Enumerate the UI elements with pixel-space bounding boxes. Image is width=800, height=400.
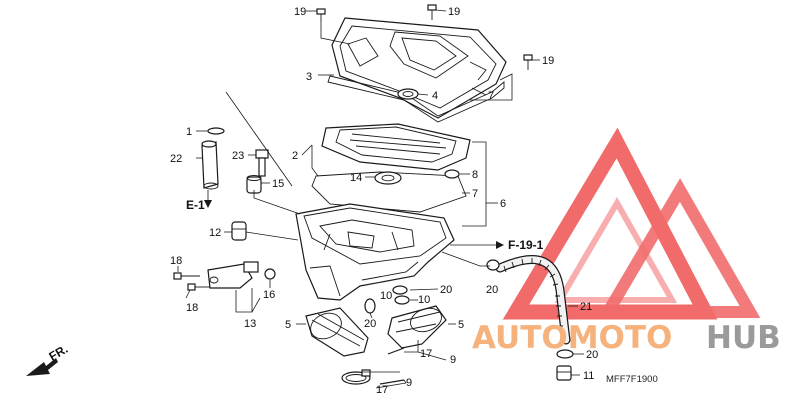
o-ring	[264, 268, 276, 280]
callout-7-lower: 7	[472, 188, 478, 200]
clamp-screw-b	[379, 379, 405, 385]
callout-4: 4	[432, 90, 438, 102]
drain-hose	[495, 255, 571, 345]
callout-17-b: 17	[376, 384, 388, 396]
callout-9-a: 9	[450, 354, 456, 366]
callout-3: 3	[306, 71, 312, 83]
air-funnel-right	[387, 305, 447, 349]
mount-grommet	[231, 221, 247, 241]
callout-1: 1	[186, 126, 192, 138]
screw-top-right	[427, 4, 437, 20]
callout-12: 12	[209, 227, 221, 239]
clamp-band	[341, 369, 371, 385]
callout-6: 6	[500, 198, 506, 210]
sensor-assembly	[207, 261, 259, 289]
watermark-brand-right: HUB	[706, 320, 781, 356]
hose-clip-top	[486, 259, 500, 271]
callout-19-right: 19	[542, 55, 554, 67]
cover-seal	[327, 75, 505, 123]
air-filter-element	[321, 123, 471, 171]
clamp-screw-a	[387, 347, 405, 355]
callout-15: 15	[272, 178, 284, 190]
callout-19-top: 19	[294, 6, 306, 18]
watermark-logo	[502, 127, 761, 320]
grommet-lower	[374, 171, 402, 185]
callout-9-b: 9	[406, 377, 412, 389]
breather-tube	[201, 140, 219, 190]
front-label: FR.	[47, 342, 71, 364]
watermark-brand-left: AUTOMOTO	[472, 320, 672, 356]
callout-labels: 19 19 19 3 4 7 1 22 2 23 15 14 8 7 6 12 …	[170, 6, 598, 396]
ref-e1: E-1	[186, 198, 205, 212]
callout-14: 14	[350, 172, 362, 184]
small-grommet	[444, 169, 460, 179]
callout-22: 22	[170, 153, 182, 165]
callout-10-a: 10	[380, 290, 392, 302]
tube-clip	[207, 127, 225, 135]
callout-19-top-right: 19	[448, 6, 460, 18]
callout-13: 13	[244, 318, 256, 330]
front-arrow-icon	[26, 358, 58, 376]
air-cleaner-case	[295, 203, 455, 301]
collar	[246, 175, 262, 194]
callout-20-d: 20	[586, 349, 598, 361]
callout-20-c: 20	[486, 284, 498, 296]
callout-11: 11	[583, 370, 594, 382]
callout-20-b: 20	[364, 318, 376, 330]
callout-5-left: 5	[285, 319, 291, 331]
callout-8: 8	[472, 169, 478, 181]
hose-clip-a	[392, 285, 408, 295]
air-cleaner-cover	[331, 17, 507, 119]
callout-17-a: 17	[420, 348, 432, 360]
drain-plug	[556, 365, 572, 381]
callout-7-top: 7	[488, 90, 494, 102]
callout-5-right: 5	[458, 319, 464, 331]
leader-lines	[177, 9, 584, 389]
hose-clip-c	[364, 298, 376, 314]
callout-21: 21	[580, 301, 592, 313]
callout-2: 2	[292, 150, 298, 162]
grommet	[397, 88, 419, 100]
screw-sensor-a	[173, 272, 200, 280]
diagram-code: MFF7F1900	[606, 374, 658, 385]
screw-sensor-b	[187, 283, 210, 291]
callout-16: 16	[263, 289, 275, 301]
ref-f19-1: F-19-1	[508, 238, 544, 252]
air-funnel-left	[305, 307, 369, 357]
hose-clip-b	[394, 295, 410, 305]
callout-18-bottom: 18	[186, 302, 198, 314]
callout-20-a: 20	[440, 284, 452, 296]
bolt	[255, 149, 269, 177]
screw-right	[523, 54, 533, 70]
watermark-text: AUTOMOTO HUB	[472, 320, 781, 356]
callout-18-top: 18	[170, 255, 182, 267]
callout-10-b: 10	[418, 294, 430, 306]
callout-23: 23	[232, 150, 244, 162]
screw-top	[316, 8, 326, 22]
